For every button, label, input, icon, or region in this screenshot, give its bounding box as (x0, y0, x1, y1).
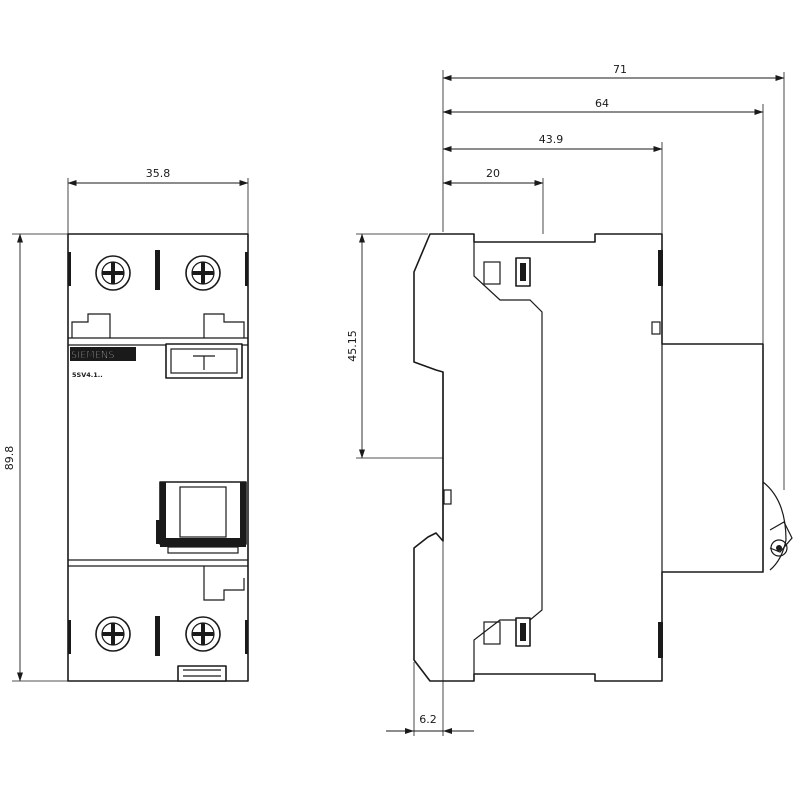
edge-tab (245, 620, 248, 654)
terminal-screw-icon (185, 616, 221, 652)
brand-label-bg (70, 347, 136, 361)
knob-grip (769, 521, 793, 553)
edge-tab (658, 250, 663, 286)
dim-71: 71 (613, 63, 627, 76)
edge-tab (68, 252, 71, 286)
edge-tab (245, 252, 248, 286)
center-slot (155, 250, 160, 290)
edge-tab (658, 622, 663, 658)
dim-43-9: 43.9 (539, 133, 564, 146)
center-slot (155, 616, 160, 656)
connector (483, 621, 501, 645)
brand-label: SIEMENS (71, 350, 115, 361)
din-clip (177, 665, 227, 682)
inner-profile (473, 242, 543, 674)
clamp-lower (203, 566, 245, 601)
side-housing (413, 233, 764, 682)
dim-45-15: 45.15 (346, 330, 359, 362)
side-dimensions: 71 64 43.9 20 45.15 6.2 (346, 63, 785, 736)
latch (443, 489, 452, 505)
dim-64: 64 (595, 97, 609, 110)
test-button (165, 343, 243, 379)
dim-20: 20 (486, 167, 500, 180)
terminal-screw-icon (95, 616, 131, 652)
clamp-right (203, 313, 245, 338)
front-dimensions: 35.8 89.8 (3, 167, 249, 682)
toggle-lever (156, 481, 247, 554)
knob-arc (762, 481, 787, 571)
side-view (413, 233, 793, 682)
connector (483, 261, 501, 285)
clamp-left (71, 313, 111, 338)
dim-6-2: 6.2 (419, 713, 437, 726)
edge-tab (68, 620, 71, 654)
dim-height: 89.8 (3, 446, 16, 471)
latch (651, 321, 661, 335)
model-label: 5SV4.1.. (72, 371, 103, 379)
front-housing (67, 233, 249, 682)
terminal-screw-icon (185, 255, 221, 291)
dim-width: 35.8 (146, 167, 171, 180)
terminal-screw-icon (95, 255, 131, 291)
front-view: SIEMENS 5SV4.1.. (67, 233, 249, 682)
